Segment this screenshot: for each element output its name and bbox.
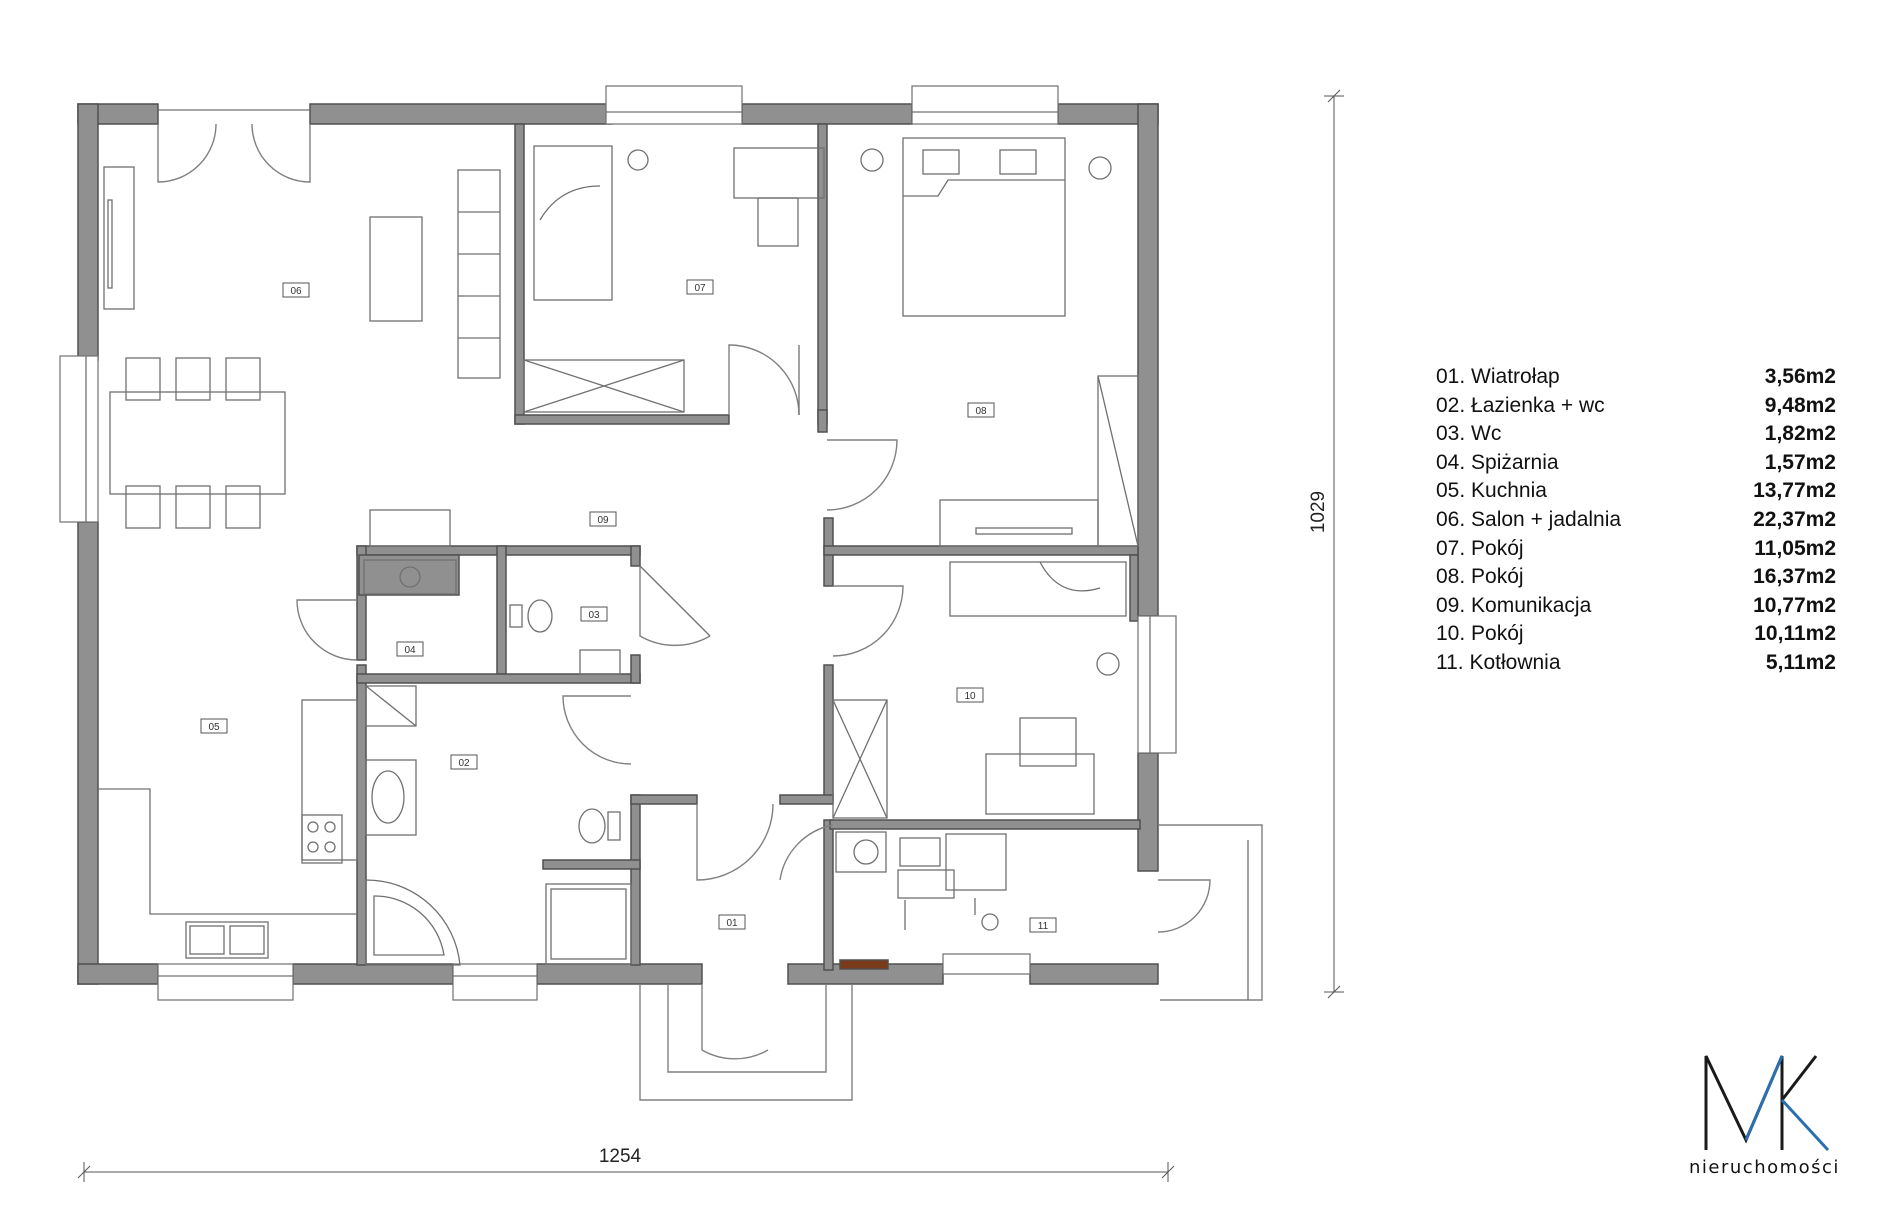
legend-row: 08. Pokój 16,37m2 [1436, 563, 1836, 592]
legend-row: 04. Spiżarnia 1,57m2 [1436, 449, 1836, 478]
legend-room-name: 08. Pokój [1436, 565, 1524, 589]
svg-text:06: 06 [290, 286, 302, 297]
legend-row: 05. Kuchnia 13,77m2 [1436, 477, 1836, 506]
room-tag-07: 07 [686, 279, 714, 295]
legend-room-name: 11. Kotłownia [1436, 650, 1561, 674]
legend-room-name: 04. Spiżarnia [1436, 450, 1559, 474]
legend-room-area: 10,77m2 [1753, 593, 1836, 617]
logo-text: nieruchomości [1689, 1157, 1840, 1178]
svg-text:07: 07 [694, 283, 706, 294]
area-legend: 01. Wiatrołap 3,56m2 02. Łazienka + wc 9,48… [1436, 363, 1836, 678]
legend-row: 09. Komunikacja 10,77m2 [1436, 592, 1836, 621]
svg-text:01: 01 [726, 918, 738, 929]
room-tag-10: 10 [956, 687, 984, 703]
room-08-furniture [860, 137, 1139, 547]
legend-room-area: 5,11m2 [1765, 650, 1836, 674]
room-tags: 06 07 08 09 03 04 05 02 10 01 11 [200, 279, 1057, 933]
svg-text:05: 05 [208, 722, 220, 733]
room-07-furniture [523, 145, 825, 413]
legend-row: 03. Wc 1,82m2 [1436, 420, 1836, 449]
mk-monogram-logo [1704, 1055, 1830, 1152]
room-10-furniture [832, 561, 1127, 819]
svg-text:10: 10 [964, 691, 976, 702]
room-tag-03: 03 [580, 606, 608, 622]
legend-room-area: 1,82m2 [1764, 422, 1836, 446]
legend-room-name: 05. Kuchnia [1436, 479, 1547, 503]
dimension-height: 1029 [1308, 89, 1344, 999]
room-tag-01: 01 [718, 914, 746, 930]
legend-room-name: 03. Wc [1436, 422, 1502, 446]
bathroom-equipment [365, 685, 632, 966]
wc-equipment [509, 599, 621, 675]
legend-room-name: 01. Wiatrołap [1436, 365, 1560, 388]
svg-text:04: 04 [404, 645, 416, 656]
legend-room-area: 22,37m2 [1753, 507, 1836, 531]
legend-room-area: 9,48m2 [1764, 393, 1836, 417]
legend-row: 06. Salon + jadalnia 22,37m2 [1436, 506, 1836, 535]
svg-text:09: 09 [597, 515, 609, 526]
legend-room-area: 3,56m2 [1764, 365, 1836, 388]
kitchen-furniture [98, 699, 358, 959]
room-tag-08: 08 [967, 402, 995, 418]
legend-room-name: 09. Komunikacja [1436, 593, 1592, 617]
room-tag-06: 06 [282, 282, 310, 298]
doors [157, 123, 1211, 1060]
legend-room-name: 02. Łazienka + wc [1436, 393, 1605, 417]
room-tag-05: 05 [200, 718, 228, 734]
exterior-walls [77, 103, 1159, 985]
legend-row: 10. Pokój 10,11m2 [1436, 620, 1836, 649]
porch [639, 824, 1263, 1101]
svg-text:03: 03 [588, 610, 600, 621]
legend-row: 11. Kotłownia 5,11m2 [1436, 649, 1836, 678]
room-tag-04: 04 [396, 641, 424, 657]
living-room-furniture [103, 166, 501, 529]
windows [59, 85, 1177, 1001]
svg-text:08: 08 [975, 406, 987, 417]
legend-room-area: 13,77m2 [1753, 479, 1836, 503]
legend-room-name: 07. Pokój [1436, 536, 1524, 560]
interior-walls [356, 123, 1141, 971]
legend-room-area: 10,11m2 [1754, 622, 1836, 646]
room-tag-02: 02 [450, 754, 478, 770]
legend-row: 02. Łazienka + wc 9,48m2 [1436, 392, 1836, 421]
height-label: 1029 [1308, 491, 1329, 533]
legend-room-name: 06. Salon + jadalnia [1436, 507, 1622, 531]
pantry-equipment [363, 509, 457, 595]
legend-row: 01. Wiatrołap 3,56m2 [1436, 363, 1836, 392]
legend-row: 07. Pokój 11,05m2 [1436, 535, 1836, 564]
legend-room-name: 10. Pokój [1436, 622, 1524, 646]
width-label: 1254 [599, 1146, 642, 1167]
room-tag-11: 11 [1029, 917, 1057, 933]
legend-room-area: 1,57m2 [1764, 450, 1836, 474]
dimension-width: 1254 [77, 1146, 1175, 1182]
boiler-room-equipment [835, 831, 1007, 931]
legend-room-area: 11,05m2 [1754, 536, 1836, 560]
svg-text:02: 02 [458, 758, 470, 769]
room-tag-09: 09 [589, 511, 617, 527]
legend-room-area: 16,37m2 [1753, 565, 1836, 589]
svg-text:11: 11 [1038, 921, 1049, 932]
